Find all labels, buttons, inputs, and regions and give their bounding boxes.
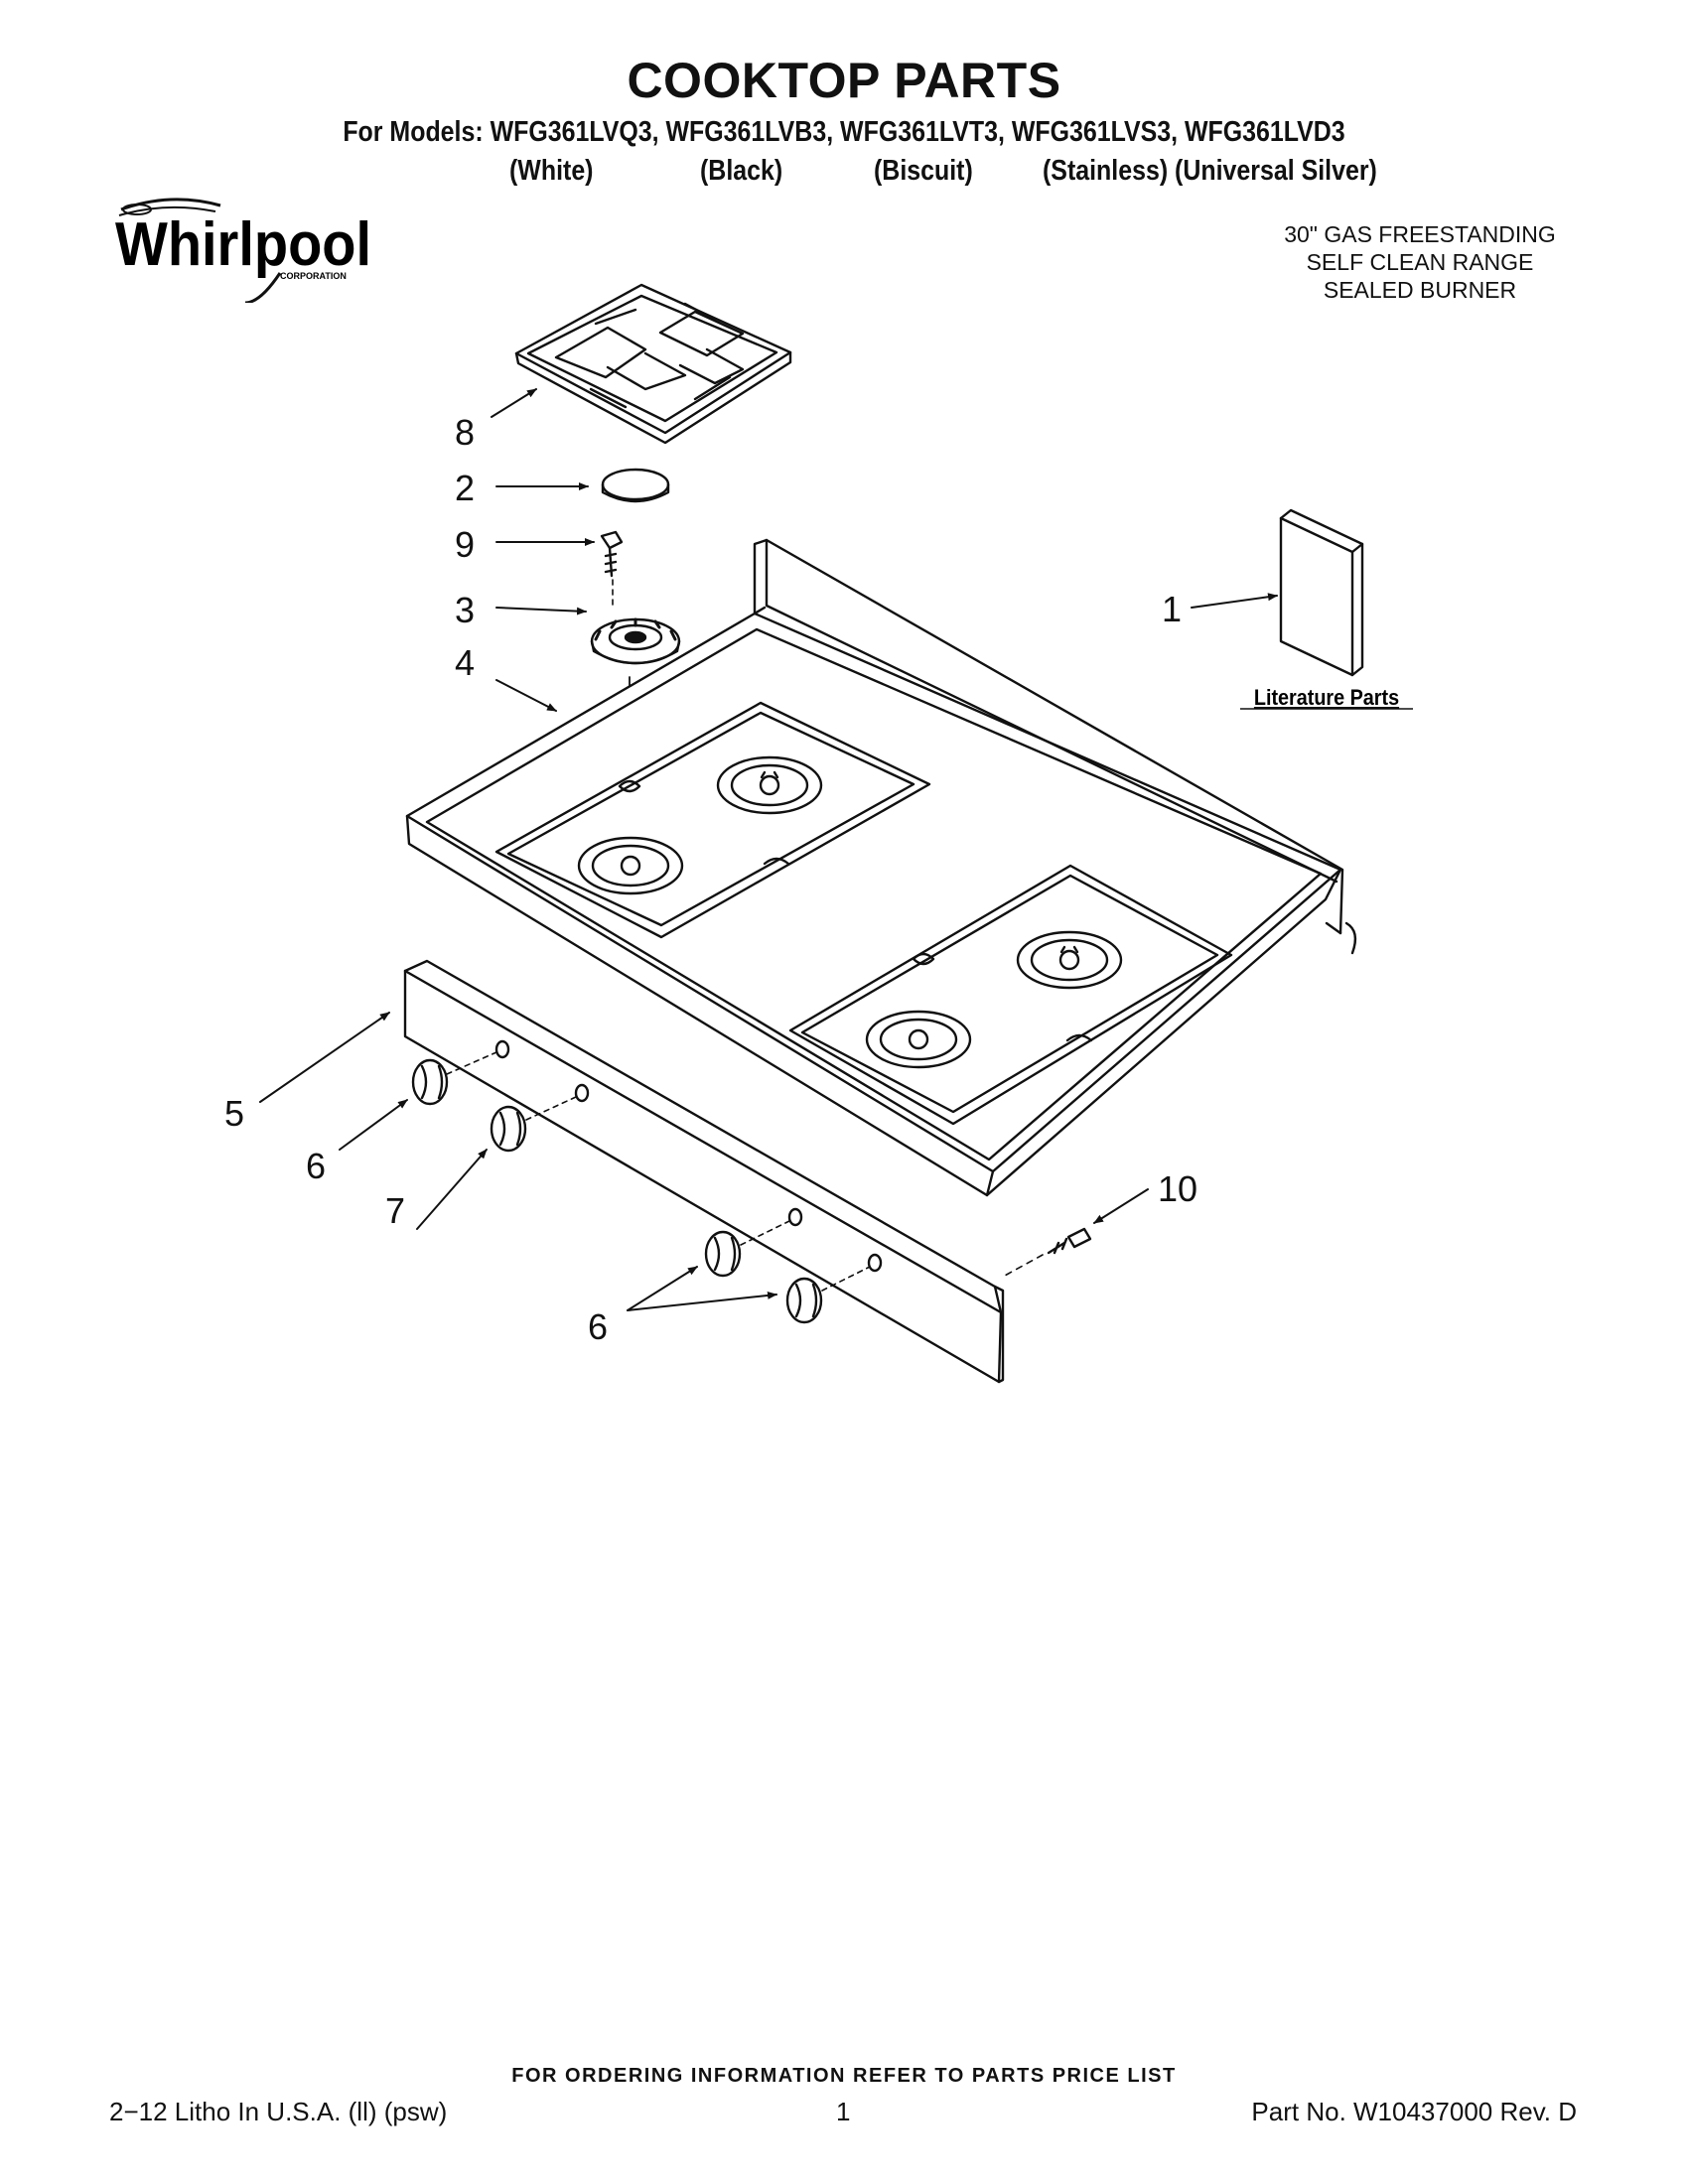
burner-grate bbox=[514, 283, 792, 445]
range-info: 30" GAS FREESTANDING SELF CLEAN RANGE SE… bbox=[1231, 220, 1609, 304]
range-info-line-2: SELF CLEAN RANGE bbox=[1306, 249, 1534, 275]
range-info-line-3: SEALED BURNER bbox=[1323, 277, 1517, 303]
page-title: COOKTOP PARTS bbox=[627, 53, 1061, 108]
cooktop-main bbox=[405, 538, 1357, 1197]
knob-7 bbox=[490, 1096, 577, 1153]
callout-10: 10 bbox=[1158, 1168, 1197, 1209]
burner-cap bbox=[601, 468, 670, 503]
panel-screw bbox=[1002, 1227, 1092, 1278]
literature-label: Literature Parts bbox=[1254, 686, 1399, 710]
literature-booklet bbox=[1279, 508, 1364, 677]
color-black: (Black) bbox=[700, 155, 783, 187]
range-info-line-1: 30" GAS FREESTANDING bbox=[1284, 221, 1556, 247]
callout-6-lower: 6 bbox=[588, 1306, 608, 1347]
left-burner-pan bbox=[494, 701, 931, 939]
callout-2: 2 bbox=[455, 468, 475, 508]
part-number: Part No. W10437000 Rev. D bbox=[1251, 2097, 1577, 2126]
callout-9: 9 bbox=[455, 524, 475, 565]
callout-7: 7 bbox=[385, 1190, 405, 1231]
knob-6a bbox=[411, 1051, 497, 1106]
callout-5: 5 bbox=[224, 1093, 244, 1134]
callout-1: 1 bbox=[1162, 589, 1182, 629]
color-white: (White) bbox=[509, 155, 594, 187]
right-burner-pan bbox=[788, 864, 1233, 1126]
brand-name: Whirlpool bbox=[115, 210, 371, 279]
color-stainless-silver: (Stainless) (Universal Silver) bbox=[1043, 155, 1377, 187]
burner-screw bbox=[600, 530, 624, 609]
control-panel bbox=[403, 959, 1005, 1384]
callout-arrows bbox=[259, 388, 1278, 1311]
color-biscuit: (Biscuit) bbox=[874, 155, 973, 187]
knob-6c bbox=[785, 1266, 871, 1324]
callout-3: 3 bbox=[455, 590, 475, 630]
knob-6b bbox=[704, 1220, 790, 1278]
callout-8: 8 bbox=[455, 412, 475, 453]
page-number: 1 bbox=[836, 2097, 851, 2126]
models-line: For Models: WFG361LVQ3, WFG361LVB3, WFG3… bbox=[343, 116, 1345, 148]
brand-sub: CORPORATION bbox=[280, 271, 347, 281]
whirlpool-logo: Whirlpool CORPORATION bbox=[111, 194, 379, 308]
callout-6-upper: 6 bbox=[306, 1146, 326, 1186]
ordering-info: FOR ORDERING INFORMATION REFER TO PARTS … bbox=[511, 2065, 1177, 2087]
litho-info: 2−12 Litho In U.S.A. (ll) (psw) bbox=[109, 2097, 448, 2126]
callout-4: 4 bbox=[455, 642, 475, 683]
